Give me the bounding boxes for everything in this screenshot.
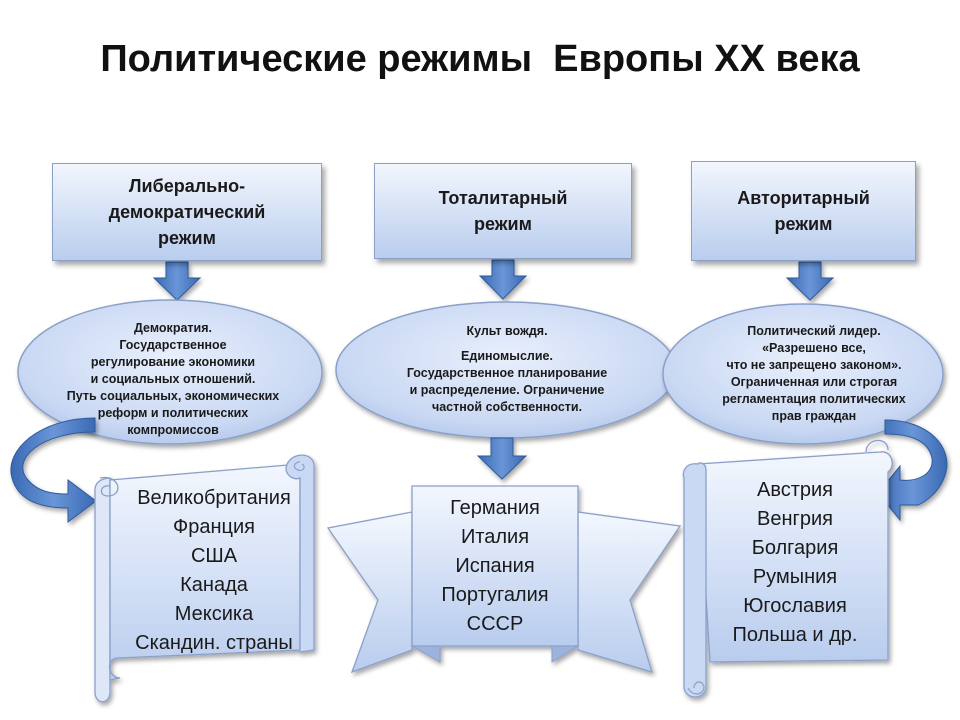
country-item: СССР (466, 613, 524, 635)
regime-header-authoritarian: Авторитарный режим (691, 161, 916, 261)
description-line: Демократия. (134, 320, 212, 335)
country-item: Франция (173, 516, 255, 538)
description-line: регулирование экономики (90, 354, 256, 369)
country-item: Великобритания (137, 487, 291, 509)
countries-totalitarian: Германия Италия Испания Португалия СССР (412, 494, 578, 639)
arrow-down-4 (476, 437, 528, 480)
regime-description-totalitarian: Культ вождя. Единомыслие. Государственно… (376, 314, 638, 424)
description-line: реформ и политических (97, 405, 249, 420)
country-item: Польша и др. (732, 624, 858, 646)
description-line: Государственное (119, 337, 227, 352)
header-line: Тоталитарный (438, 188, 568, 208)
curved-arrow-left (10, 417, 97, 523)
header-line: режим (774, 214, 833, 234)
scroll-right (682, 439, 893, 698)
header-line: режим (158, 228, 216, 248)
curved-arrow-right (877, 419, 948, 522)
country-item: США (190, 545, 238, 567)
country-item: Португалия (441, 584, 549, 606)
description-line: Государственное планирование (406, 365, 608, 380)
country-item: Испания (455, 555, 535, 577)
description-line: Единомыслие. (461, 348, 553, 363)
description-line: и распределение. Ограничение (409, 382, 605, 397)
arrow-down-1 (152, 261, 202, 301)
description-line: прав граждан (771, 409, 857, 423)
arrow-down-3 (785, 261, 835, 301)
country-item: Мексика (174, 603, 254, 625)
regime-description-liberal: Демократия. Государственное регулировани… (48, 314, 298, 444)
country-item: Канада (180, 574, 248, 596)
regime-header-liberal: Либерально- демократический режим (52, 163, 322, 261)
ribbon-middle (326, 485, 682, 674)
regime-header-totalitarian: Тоталитарный режим (374, 163, 632, 259)
description-line: компромиссов (127, 422, 219, 437)
country-item: Венгрия (757, 508, 833, 530)
description-line: Политический лидер. (747, 324, 881, 338)
scroll-left (94, 454, 315, 703)
description-line: Ограниченная или строгая (730, 375, 898, 389)
country-item: Югославия (743, 595, 847, 617)
description-line: Культ вождя. (466, 323, 548, 338)
countries-liberal: Великобритания Франция США Канада Мексик… (116, 484, 312, 658)
header-line: демократический (108, 202, 266, 222)
regime-description-authoritarian: Политический лидер. «Разрешено все, что … (696, 316, 932, 432)
header-line: Либерально- (128, 176, 246, 196)
ellipse-1 (17, 299, 323, 445)
description-line: и социальных отношений. (90, 371, 256, 386)
description-line: Путь социальных, экономических (66, 388, 280, 403)
country-item: Румыния (752, 566, 838, 588)
country-item: Австрия (756, 479, 834, 501)
ellipse-3 (662, 303, 944, 445)
countries-authoritarian: Австрия Венгрия Болгария Румыния Югослав… (710, 476, 880, 650)
description-line: «Разрешено все, (762, 341, 866, 355)
country-item: Италия (460, 526, 530, 548)
description-line: регламентация политических (722, 392, 906, 406)
description-line: что не запрещено законом». (726, 358, 902, 372)
country-item: Болгария (751, 537, 839, 559)
page-title: Политические режимы Европы XX века (100, 38, 860, 80)
arrow-down-2 (478, 259, 528, 300)
header-line: Авторитарный (737, 188, 870, 208)
description-line: частной собственности. (431, 399, 583, 414)
country-item: Германия (450, 497, 540, 519)
country-item: Скандин. страны (135, 632, 293, 654)
header-line: режим (474, 214, 532, 234)
